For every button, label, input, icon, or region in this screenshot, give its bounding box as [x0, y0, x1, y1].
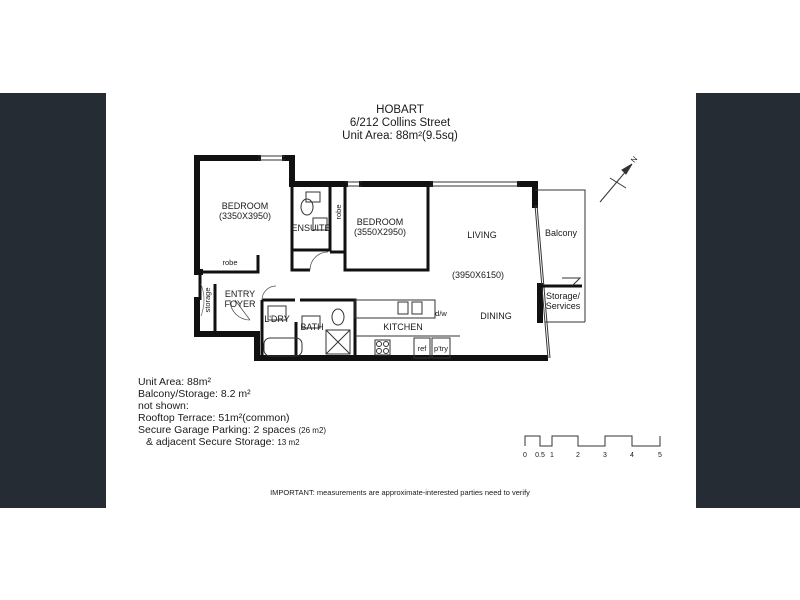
note-adjacent-text: & adjacent Secure Storage: [146, 436, 275, 448]
top-margin [0, 0, 800, 93]
door-swings [229, 251, 329, 321]
scale-tick-4: 4 [630, 452, 634, 459]
robe1-label: robe [222, 258, 237, 267]
scale-tick-0-5: 0.5 [535, 452, 545, 459]
note-adjacent: & adjacent Secure Storage: 13 m2 [146, 436, 300, 449]
note-garage-text: Secure Garage Parking: 2 spaces [138, 424, 296, 436]
bedroom2-label: BEDROOM [357, 217, 404, 227]
disclaimer: IMPORTANT: measurements are approximate-… [270, 488, 530, 497]
windows [258, 155, 551, 359]
note-garage-area: (26 m2) [298, 426, 327, 435]
entry-label: ENTRY [225, 289, 255, 299]
balcony-label: Balcony [545, 228, 578, 238]
bedroom2-dims: (3550X2950) [354, 227, 406, 237]
storage-cupboard [200, 283, 205, 317]
kitchen-counter [354, 299, 460, 359]
scale-bar [524, 435, 661, 447]
exterior-walls [194, 155, 548, 361]
dw-label: d/w [435, 309, 447, 318]
north-arrow-icon [599, 163, 633, 203]
bath-label: BATH [300, 322, 323, 332]
note-balcony-storage: Balcony/Storage: 8.2 m² [138, 388, 251, 400]
north-label: N [629, 154, 639, 164]
bedroom1-dims: (3350X3950) [219, 211, 271, 221]
note-rooftop: Rooftop Terrace: 51m²(common) [138, 412, 290, 424]
storage-services-label-2: Services [546, 301, 581, 311]
header-address: 6/212 Collins Street [349, 117, 451, 129]
bath-fixtures [263, 191, 351, 357]
header-unit-area: Unit Area: 88m²(9.5sq) [342, 130, 458, 142]
living-dims: (3950X6150) [452, 270, 504, 280]
bottom-margin [0, 508, 800, 600]
laundry-label: L'DRY [264, 314, 290, 324]
dining-label: DINING [480, 311, 512, 321]
scale-tick-5: 5 [658, 452, 662, 459]
robe2-label: robe [334, 204, 343, 219]
storage-services-label-1: Storage/ [546, 291, 581, 301]
right-dark-panel [696, 93, 800, 508]
foyer-label: FOYER [224, 299, 256, 309]
scale-tick-3: 3 [603, 452, 607, 459]
kitchen-label: KITCHEN [383, 322, 423, 332]
scale-tick-2: 2 [576, 452, 580, 459]
note-not-shown: not shown: [138, 400, 189, 412]
note-adjacent-area: 13 m2 [277, 438, 300, 447]
living-label: LIVING [467, 230, 497, 240]
ref-label: ref [418, 344, 428, 353]
balcony-outline [535, 189, 586, 323]
bedroom1-label: BEDROOM [222, 201, 269, 211]
note-garage: Secure Garage Parking: 2 spaces (26 m2) [138, 424, 326, 437]
pantry-label: p'try [434, 344, 448, 353]
ensuite-label: ENSUITE [291, 223, 330, 233]
note-unit-area: Unit Area: 88m² [138, 376, 211, 388]
scale-tick-1: 1 [550, 452, 554, 459]
header-city: HOBART [376, 104, 424, 116]
storage-label: storage [203, 287, 212, 312]
left-dark-panel [0, 93, 106, 508]
scale-tick-0: 0 [523, 452, 527, 459]
